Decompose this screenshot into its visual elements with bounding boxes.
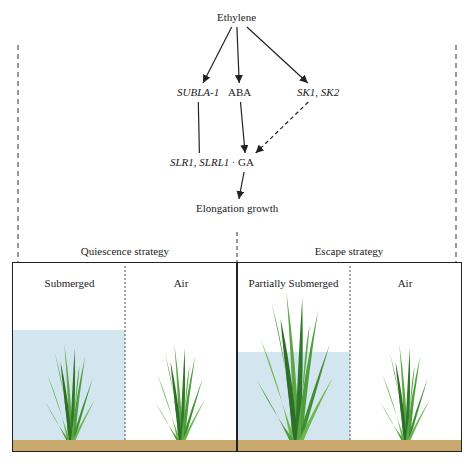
pathway-label: Elongation growth — [196, 202, 278, 214]
condition-region: Submerged — [13, 277, 126, 290]
pathway-arrow — [233, 162, 235, 163]
condition-label: Partially Submerged — [249, 277, 339, 289]
pathway-arrow — [256, 102, 309, 153]
pathway-arrow — [247, 27, 308, 83]
pathway-node: ABA — [226, 85, 253, 100]
pathway-node: Elongation growth — [194, 201, 280, 216]
condition-label: Air — [398, 277, 413, 289]
strategy-panel: Escape strategyPartially SubmergedAir — [236, 262, 462, 452]
pathway-node: SK1, SK2 — [295, 85, 341, 100]
pathway-label: SLR1, SLRL1 — [170, 156, 229, 168]
panel-heading: Quiescence strategy — [13, 245, 237, 258]
strategy-panel: Quiescence strategySubmergedAir — [12, 262, 238, 452]
pathway-arrow — [198, 102, 199, 153]
pathway-arrow — [203, 27, 232, 83]
pathway-label: Ethylene — [217, 11, 256, 23]
condition-region: Air — [126, 277, 236, 290]
pathway-label: ABA — [228, 86, 251, 98]
pathway-label: SK1, SK2 — [297, 86, 339, 98]
condition-region: Partially Submerged — [237, 277, 350, 290]
pathway-arrow — [239, 172, 244, 199]
pathway-node: Ethylene — [215, 10, 258, 25]
pathway-node: GA — [236, 155, 256, 170]
pathway-arrow — [241, 102, 246, 153]
condition-label: Air — [174, 277, 189, 289]
condition-region: Air — [350, 277, 460, 290]
pathway-arrow — [237, 27, 239, 83]
pathway-node: SLR1, SLRL1 — [168, 155, 231, 170]
condition-label: Submerged — [45, 277, 95, 289]
pathway-node: SUBLA-1 — [175, 85, 221, 100]
pathway-label: GA — [238, 156, 254, 168]
panel-heading: Escape strategy — [237, 245, 461, 258]
pathway-label: SUBLA-1 — [177, 86, 219, 98]
